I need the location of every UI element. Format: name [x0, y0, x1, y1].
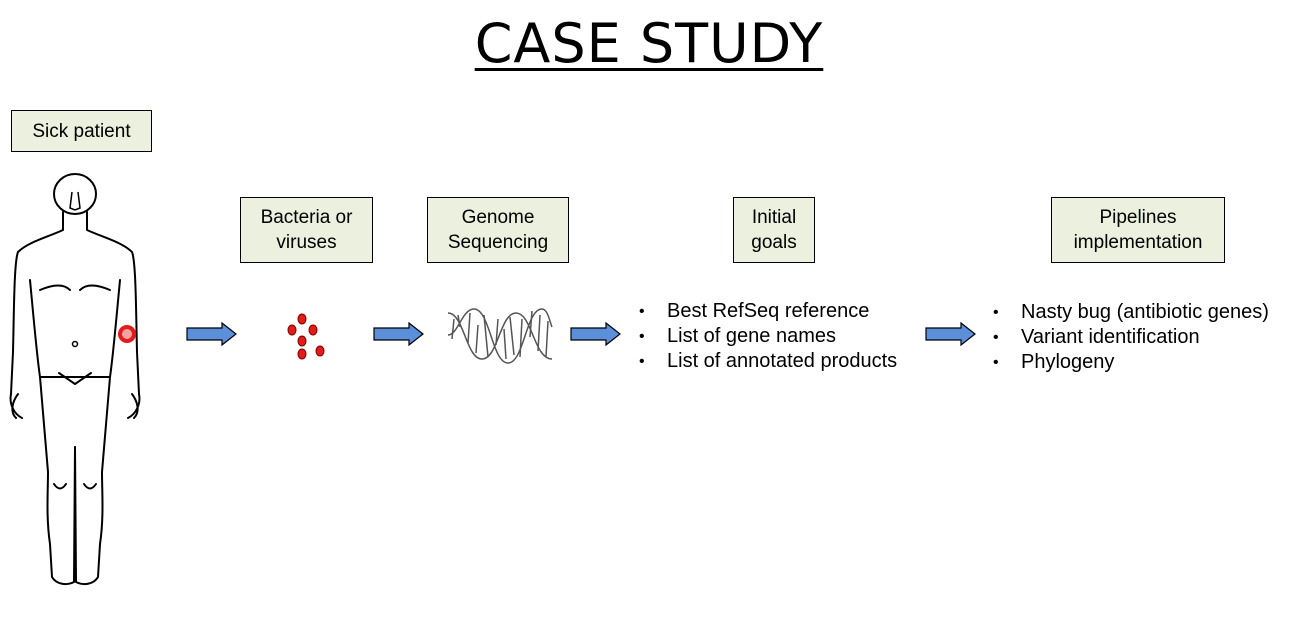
human-figure-icon — [9, 173, 141, 586]
arrow-sequencing-to-goals-icon — [570, 321, 621, 347]
bacteria-viruses-label: Bacteria or viruses — [240, 197, 373, 263]
genome-sequencing-label: Genome Sequencing — [427, 197, 569, 263]
list-item: List of gene names — [639, 324, 897, 349]
page-title: CASE STUDY — [474, 12, 824, 75]
initial-goals-list: Best RefSeq reference List of gene names… — [639, 299, 897, 374]
arrow-goals-to-pipelines-icon — [925, 321, 976, 347]
list-item: List of annotated products — [639, 349, 897, 374]
pipeline-outputs-list: Nasty bug (antibiotic genes) Variant ide… — [993, 300, 1269, 375]
list-item: Phylogeny — [993, 350, 1269, 375]
list-item: Best RefSeq reference — [639, 299, 897, 324]
bacteria-cluster-icon — [287, 313, 325, 360]
initial-goals-label: Initial goals — [733, 197, 815, 263]
list-item: Variant identification — [993, 325, 1269, 350]
list-item: Nasty bug (antibiotic genes) — [993, 300, 1269, 325]
dna-helix-icon — [447, 308, 553, 364]
infection-site-marker — [117, 324, 137, 344]
pipelines-implementation-label: Pipelines implementation — [1051, 197, 1225, 263]
arrow-patient-to-pathogen-icon — [186, 321, 237, 347]
sick-patient-label: Sick patient — [11, 110, 152, 152]
arrow-pathogen-to-sequencing-icon — [373, 321, 424, 347]
